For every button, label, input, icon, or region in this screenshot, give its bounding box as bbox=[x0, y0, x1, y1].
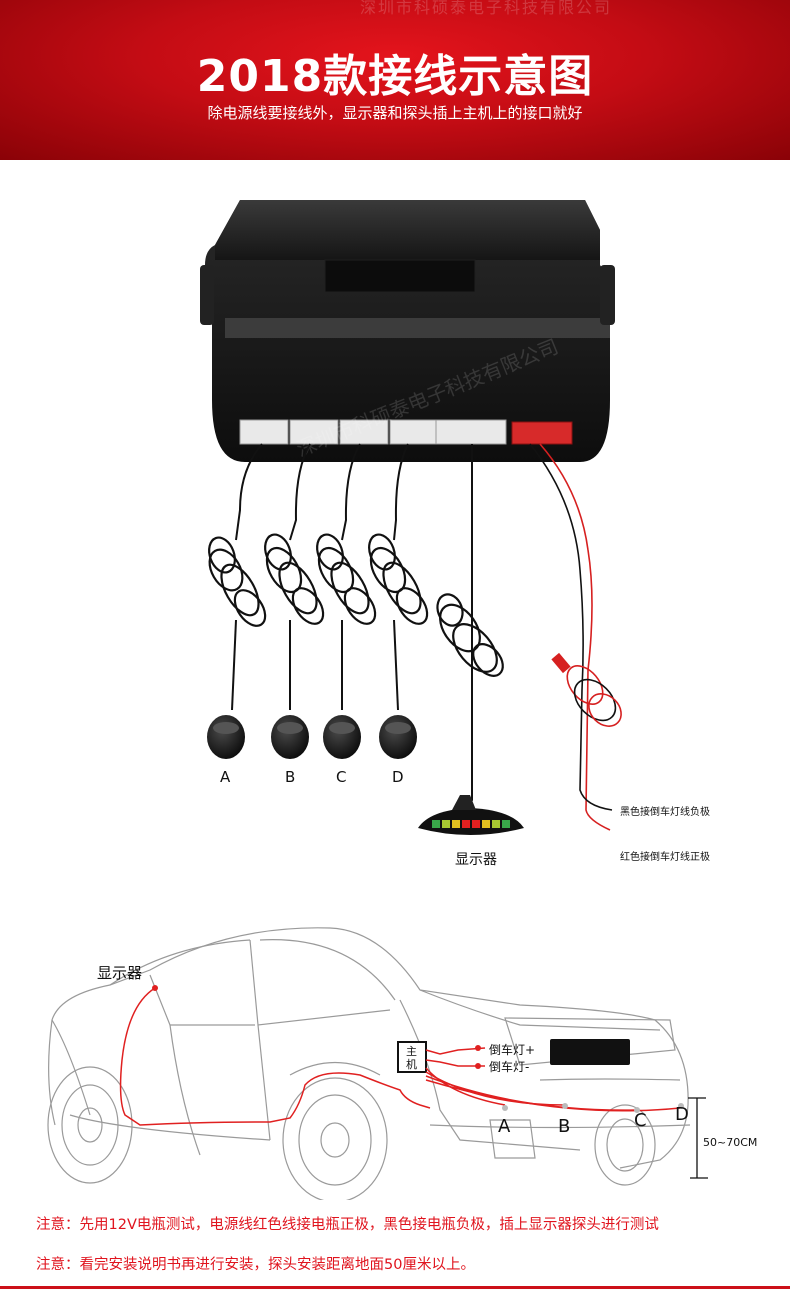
reverse-minus-label: 倒车灯- bbox=[489, 1059, 529, 1074]
car-sensor-label-a: A bbox=[498, 1116, 511, 1137]
coil-d bbox=[368, 533, 429, 625]
car-sensor-label-c: C bbox=[634, 1110, 647, 1131]
black-wire-label: 黑色接倒车灯线负极 bbox=[620, 805, 710, 818]
sensor-label-a: A bbox=[220, 768, 231, 786]
bottom-divider bbox=[0, 1286, 790, 1289]
car-display-label: 显示器 bbox=[97, 964, 142, 982]
note-1: 注意：先用12V电瓶测试，电源线红色线接电瓶正极，黑色接电瓶负极，插上显示器探头… bbox=[36, 1217, 659, 1233]
page-title: 2018款接线示意图 bbox=[196, 51, 594, 102]
car-host-box bbox=[397, 1041, 427, 1073]
host-unit: 深圳市科硕泰电子科技有限公司 bbox=[200, 200, 615, 462]
coil-a bbox=[208, 536, 267, 627]
page-subtitle: 除电源线要接线外，显示器和探头插上主机上的接口就好 bbox=[207, 104, 583, 122]
sensor-c bbox=[323, 715, 361, 759]
reverse-plus-label: 倒车灯+ bbox=[489, 1042, 535, 1057]
car-sensor-label-b: B bbox=[558, 1116, 570, 1137]
coil-b bbox=[264, 533, 325, 625]
coil-display bbox=[436, 593, 504, 677]
wiring-diagram: 深圳市科硕泰电子科技有限公司 bbox=[200, 200, 710, 868]
sensor-a bbox=[207, 715, 245, 759]
red-wire-label: 红色接倒车灯线正极 bbox=[620, 850, 710, 863]
sensor-label-c: C bbox=[336, 768, 346, 786]
car-host-label: 主机 bbox=[406, 1045, 417, 1071]
height-marker bbox=[688, 1097, 708, 1179]
car-sensor-label-d: D bbox=[675, 1104, 689, 1125]
car-diagram: 主机 显示器 倒车灯+ 倒车灯- A B C D 50~70CM bbox=[47, 927, 757, 1200]
sensor-label-d: D bbox=[392, 768, 404, 786]
license-plate bbox=[550, 1039, 630, 1065]
note-2: 注意：看完安装说明书再进行安装，探头安装距离地面50厘米以上。 bbox=[36, 1257, 475, 1273]
header-banner: 深圳市科硕泰电子科技有限公司 2018款接线示意图 除电源线要接线外，显示器和探… bbox=[0, 0, 790, 160]
sensor-b bbox=[271, 715, 309, 759]
display-label: 显示器 bbox=[455, 852, 497, 868]
height-label: 50~70CM bbox=[703, 1136, 757, 1149]
coil-c bbox=[316, 533, 377, 625]
banner-watermark: 深圳市科硕泰电子科技有限公司 bbox=[360, 0, 613, 17]
sensor-label-b: B bbox=[285, 768, 295, 786]
sensor-d bbox=[379, 715, 417, 759]
notes: 注意：先用12V电瓶测试，电源线红色线接电瓶正极，黑色接电瓶负极，插上显示器探头… bbox=[36, 1210, 776, 1290]
led-display bbox=[418, 795, 524, 835]
